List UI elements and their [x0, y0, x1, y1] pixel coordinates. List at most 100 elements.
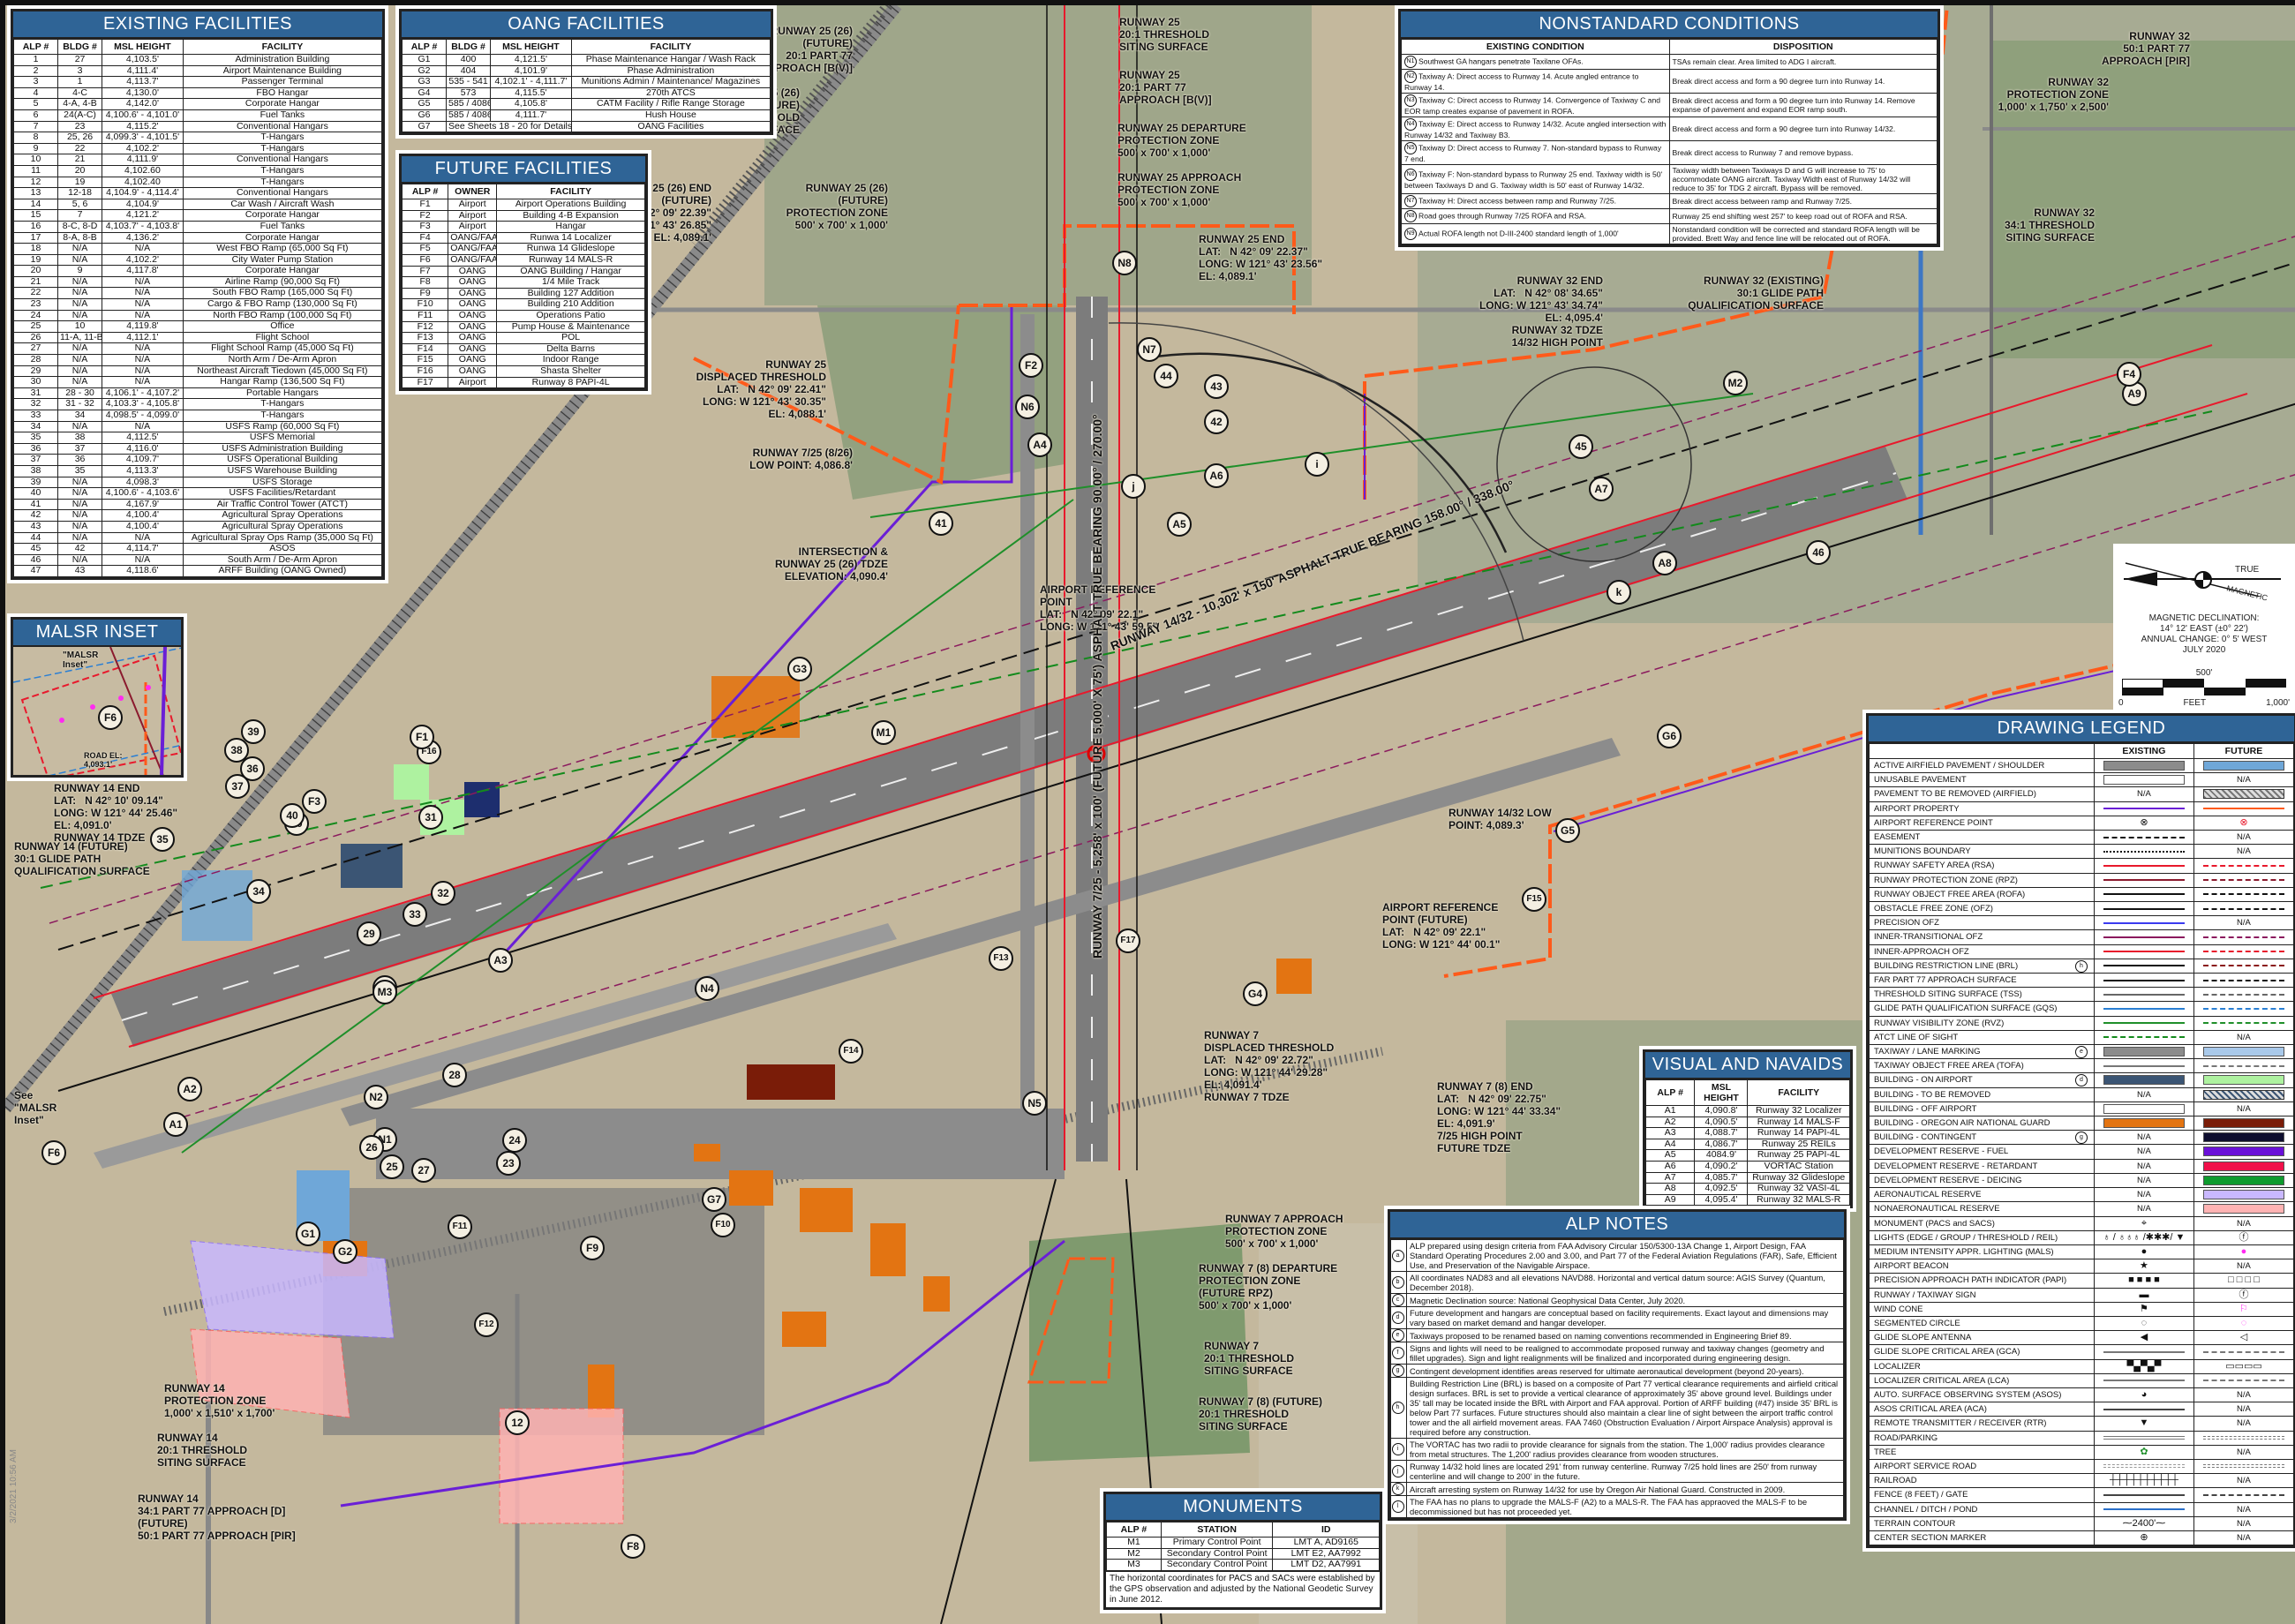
navaid-cell: A5: [1644, 1149, 1696, 1162]
legend-symbol-cell: N/A: [2093, 1086, 2194, 1102]
legend-label-cell: RUNWAY / TAXIWAY SIGN: [1869, 1287, 2095, 1303]
legend-symbol-icon: ◌: [2141, 1317, 2148, 1328]
legend-symbol-icon: ⓕ: [2239, 1231, 2249, 1243]
column-header: ALP #: [401, 184, 449, 199]
legend-label: TAXIWAY / LANE MARKING: [1874, 1047, 1981, 1057]
legend-symbol-icon: [2103, 1007, 2185, 1010]
future-facility-cell: Airport: [448, 221, 498, 233]
oang-facility-cell: G4: [401, 86, 448, 100]
legend-label-cell: BUILDING - OREGON AIR NATIONAL GUARD: [1869, 1116, 2095, 1132]
legend-symbol-icon: [2202, 951, 2284, 953]
map-tag-27: 27: [411, 1158, 436, 1183]
future-facility-cell: Airport: [448, 199, 498, 211]
future-facility-cell: F17: [401, 376, 449, 389]
map-label-rwy25-dpz: RUNWAY 25 DEPARTURE PROTECTION ZONE 500'…: [1117, 122, 1246, 159]
existing-facility-cell: USFS Memorial: [182, 432, 383, 444]
legend-symbol-icon: [2103, 1036, 2185, 1039]
legend-symbol-icon: ⚑: [2140, 1303, 2148, 1314]
map-tag-a2: A2: [177, 1077, 202, 1101]
future-facility-cell: Indoor Range: [496, 354, 645, 366]
future-facility-cell: Shasta Shelter: [496, 365, 645, 378]
legend-na: N/A: [2137, 1161, 2151, 1171]
legend-symbol-icon: [2103, 993, 2185, 996]
disposition-cell: Break direct access between ramp and Run…: [1668, 193, 1938, 209]
existing-facility-cell: N/A: [57, 298, 103, 311]
legend-label-cell: PRECISION APPROACH PATH INDICATOR (PAPI): [1869, 1273, 2095, 1289]
legend-symbol-cell: ⚑: [2093, 1301, 2194, 1317]
map-label-rwy32-end: RUNWAY 32 END LAT: N 42° 08' 34.65" LONG…: [1479, 274, 1603, 349]
legend-label-cell: AUTO. SURFACE OBSERVING SYSTEM (ASOS): [1869, 1387, 2095, 1403]
existing-facility-cell: 4,100.4': [102, 509, 184, 522]
existing-facility-cell: N/A: [102, 354, 184, 366]
legend-symbol-icon: ●: [2141, 1245, 2148, 1257]
legend-label-cell: BUILDING RESTRICTION LINE (BRL)h: [1869, 958, 2095, 974]
disposition-cell: Break direct access and form a 90 degree…: [1668, 117, 1938, 141]
legend-label: AIRPORT BEACON: [1874, 1261, 1949, 1272]
column-header: BLDG #: [446, 39, 492, 55]
alp-note-text: Building Restriction Line (BRL) is based…: [1406, 1377, 1844, 1439]
column-header: ID: [1272, 1522, 1380, 1538]
legend-column-header: EXISTING: [2093, 743, 2194, 759]
malsr-road-elevation: ROAD EL: 4,093.1': [84, 751, 123, 769]
existing-facility-cell: 4,102.40: [102, 176, 184, 189]
existing-facility-cell: 37: [12, 454, 59, 466]
legend-label-cell: ACTIVE AIRFIELD PAVEMENT / SHOULDER: [1869, 757, 2095, 774]
map-tag-g3: G3: [787, 657, 812, 681]
legend-symbol-icon: ◀: [2140, 1332, 2148, 1343]
oang-facilities-title: OANG FACILITIES: [402, 11, 771, 39]
legend-symbol-cell: N/A: [2093, 1201, 2194, 1217]
legend-label-cell: DEVELOPMENT RESERVE - FUEL: [1869, 1144, 2095, 1160]
navaid-cell: A6: [1644, 1160, 1696, 1173]
malsr-inset-title: MALSR INSET: [13, 620, 181, 647]
legend-symbol-cell: N/A: [2193, 1530, 2295, 1546]
legend-symbol-cell: [2093, 772, 2194, 788]
map-tag-f11: F11: [448, 1214, 472, 1239]
legend-row: AIRPORT REFERENCE POINT⊗⊗: [1869, 815, 2295, 831]
legend-symbol-icon: [2202, 1075, 2284, 1086]
disposition-cell: TSAs remain clear. Area limited to ADG I…: [1668, 54, 1938, 70]
future-facilities-title: FUTURE FACILITIES: [402, 156, 645, 184]
legend-label-cell: FENCE (8 FEET) / GATE: [1869, 1487, 2095, 1503]
navaid-cell: Runway 25 PAPI-4L: [1747, 1149, 1850, 1162]
note-key-badge: h: [1391, 1402, 1404, 1414]
map-tag-45: 45: [1569, 434, 1593, 459]
legend-symbol-cell: [2093, 1501, 2194, 1517]
existing-facility-cell: N/A: [57, 498, 103, 511]
legend-symbol-cell: N/A: [2193, 830, 2295, 846]
legend-symbol-cell: [2193, 987, 2295, 1003]
existing-facility-cell: 24: [12, 309, 59, 322]
future-facility-cell: F16: [401, 365, 449, 378]
legend-row: GLIDE PATH QUALIFICATION SURFACE (GQS): [1869, 1001, 2295, 1017]
existing-facility-cell: 4,112.1': [102, 331, 184, 344]
legend-label: GLIDE PATH QUALIFICATION SURFACE (GQS): [1874, 1004, 2058, 1014]
legend-na: N/A: [2237, 1218, 2251, 1229]
legend-symbol-icon: [2202, 1147, 2284, 1157]
column-header: DISPOSITION: [1668, 39, 1938, 55]
legend-symbol-cell: N/A: [2193, 1444, 2295, 1460]
legend-label-cell: AERONAUTICAL RESERVE: [1869, 1187, 2095, 1203]
legend-symbol-cell: [2093, 915, 2194, 931]
map-tag-12: 12: [505, 1410, 530, 1435]
legend-label: OBSTACLE FREE ZONE (OFZ): [1874, 904, 1993, 914]
oang-facility-cell: See Sheets 18 - 20 for Details: [446, 120, 572, 133]
legend-symbol-icon: [2103, 760, 2185, 771]
map-tag-43: 43: [1204, 374, 1229, 399]
column-header: EXISTING CONDITION: [1401, 39, 1670, 55]
existing-facility-cell: Airport Maintenance Building: [182, 64, 383, 78]
existing-facility-cell: 20: [12, 265, 59, 277]
existing-facility-cell: T-Hangars: [182, 142, 383, 155]
navaid-cell: Runway 14 PAPI-4L: [1747, 1127, 1850, 1139]
